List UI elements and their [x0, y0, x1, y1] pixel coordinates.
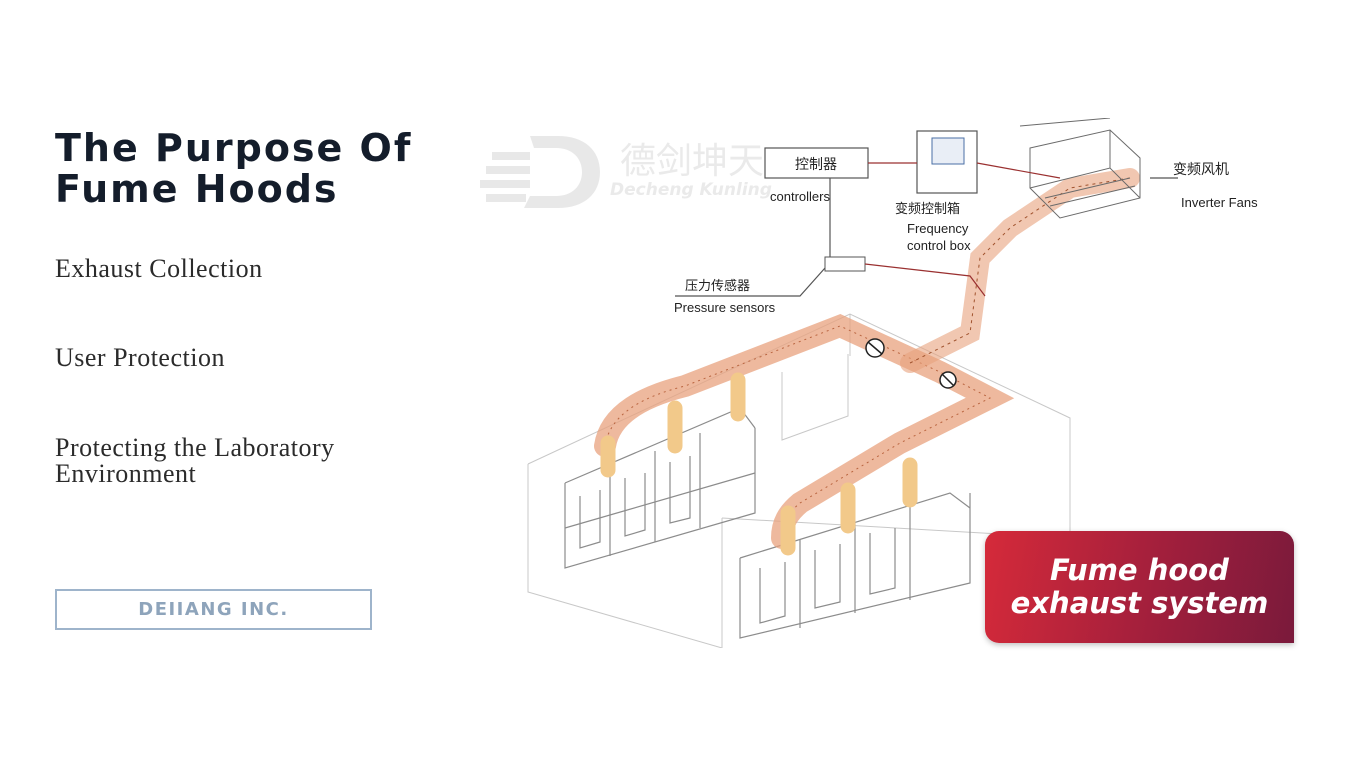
- banner-line-1: Fume hood: [1050, 553, 1229, 587]
- fume-hood-cabinets: [564, 407, 971, 639]
- controllers-label-cn: 控制器: [795, 157, 837, 173]
- purpose-item-lab-environment: Protecting the Laboratory Environment: [55, 433, 335, 488]
- freq-box-label-en-1: Frequency: [907, 221, 969, 236]
- slide-title: The Purpose Of Fume Hoods: [55, 126, 413, 211]
- controllers-label-en: controllers: [770, 189, 830, 204]
- fans-label-en: Inverter Fans: [1181, 195, 1258, 210]
- purpose-item-user-protection: User Protection: [55, 343, 225, 372]
- inverter-fan-unit: [1019, 118, 1141, 219]
- hood-risers: [600, 372, 918, 556]
- brand-watermark: 德剑坤天 Decheng Kunling: [480, 136, 772, 208]
- company-badge: DEIIANG INC.: [55, 589, 372, 630]
- damper-icons: [865, 338, 957, 389]
- watermark-en: Decheng Kunling: [610, 180, 772, 200]
- pressure-sensor-box: [824, 256, 866, 272]
- watermark-cn: 德剑坤天: [620, 141, 764, 182]
- control-wiring: [675, 162, 1178, 297]
- banner-line-2: exhaust system: [1010, 586, 1269, 620]
- sensors-label-en: Pressure sensors: [674, 300, 776, 315]
- control-panel-icon: [931, 137, 965, 165]
- purpose-item-exhaust: Exhaust Collection: [55, 254, 263, 283]
- fume-hood-exhaust-banner: Fume hood exhaust system: [985, 531, 1294, 643]
- freq-box-label-cn: 变频控制箱: [895, 201, 960, 217]
- freq-box-label-en-2: control box: [907, 238, 971, 253]
- exhaust-system-diagram: 德剑坤天 Decheng Kunling: [470, 118, 1302, 648]
- fans-label-cn: 变频风机: [1173, 162, 1229, 178]
- sensors-label-cn: 压力传感器: [685, 278, 750, 294]
- exhaust-duct-network: [594, 168, 1140, 549]
- controllers-box: [764, 147, 869, 179]
- brand-logo-icon: [480, 136, 600, 208]
